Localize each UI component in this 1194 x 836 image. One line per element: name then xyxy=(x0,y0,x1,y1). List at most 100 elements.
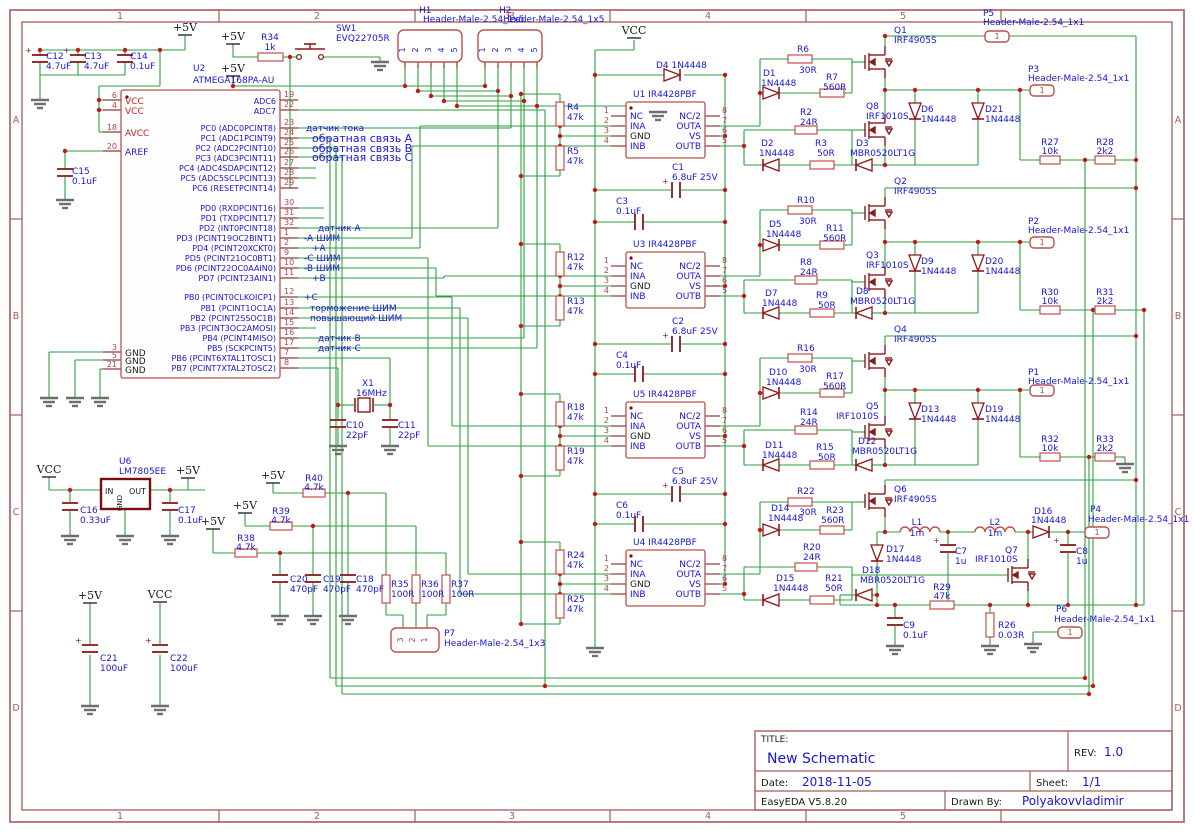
mosfet[interactable] xyxy=(864,46,894,78)
crystal[interactable] xyxy=(357,397,371,413)
diode[interactable] xyxy=(1032,525,1051,539)
inductor[interactable] xyxy=(899,526,941,533)
body-diode xyxy=(884,359,894,367)
resistor[interactable] xyxy=(794,125,818,135)
header-connector[interactable] xyxy=(984,30,1010,43)
header-connector[interactable] xyxy=(1057,626,1083,639)
resistor[interactable] xyxy=(794,562,818,572)
ic-body[interactable] xyxy=(625,101,706,159)
header-connector[interactable] xyxy=(1029,236,1055,249)
diode[interactable] xyxy=(854,588,873,602)
header-connector[interactable] xyxy=(1084,526,1110,539)
header-connector[interactable] xyxy=(1029,384,1055,397)
junction-dot xyxy=(882,162,888,168)
diode[interactable] xyxy=(971,402,985,421)
resistor[interactable] xyxy=(819,525,845,535)
resistor[interactable] xyxy=(555,101,565,127)
resistor[interactable] xyxy=(809,160,835,170)
diode[interactable] xyxy=(761,158,780,172)
diode[interactable] xyxy=(870,544,884,563)
ic-body[interactable] xyxy=(625,251,706,309)
diode[interactable] xyxy=(971,254,985,273)
header-connector[interactable] xyxy=(1029,84,1055,97)
switch[interactable] xyxy=(295,53,303,61)
header-connector[interactable] xyxy=(397,29,463,63)
resistor[interactable] xyxy=(985,612,995,638)
diode[interactable] xyxy=(762,238,781,252)
label: 1 xyxy=(1039,386,1044,395)
resistor[interactable] xyxy=(257,52,284,62)
resistor[interactable] xyxy=(1094,155,1116,165)
resistor[interactable] xyxy=(787,54,813,64)
resistor[interactable] xyxy=(794,425,818,435)
mosfet[interactable] xyxy=(864,485,894,517)
diode[interactable] xyxy=(762,523,781,537)
mosfet[interactable] xyxy=(864,114,894,146)
label: 4 xyxy=(517,47,526,52)
mosfet[interactable] xyxy=(864,197,894,229)
switch[interactable] xyxy=(317,53,325,61)
header-connector[interactable] xyxy=(477,29,543,63)
resistor[interactable] xyxy=(787,497,813,507)
diode[interactable] xyxy=(761,306,780,320)
junction-dot xyxy=(1133,185,1139,191)
resistor[interactable] xyxy=(555,251,565,277)
resistor[interactable] xyxy=(819,240,845,250)
label: C5 xyxy=(672,467,684,477)
resistor[interactable] xyxy=(794,275,818,285)
ic-body[interactable] xyxy=(625,549,706,607)
mosfet[interactable] xyxy=(864,266,894,298)
ic-body[interactable] xyxy=(120,89,281,379)
resistor[interactable] xyxy=(809,595,835,605)
label: R35 xyxy=(391,580,409,590)
resistor[interactable] xyxy=(809,308,835,318)
resistor[interactable] xyxy=(381,574,391,604)
diode[interactable] xyxy=(854,158,873,172)
label: 19 xyxy=(284,90,294,99)
resistor[interactable] xyxy=(1039,305,1061,315)
header-connector[interactable] xyxy=(390,627,440,653)
diode[interactable] xyxy=(854,458,873,472)
diode[interactable] xyxy=(762,386,781,400)
resistor[interactable] xyxy=(555,145,565,171)
resistor[interactable] xyxy=(819,388,845,398)
label: 100uF xyxy=(100,664,128,674)
resistor[interactable] xyxy=(809,460,835,470)
resistor[interactable] xyxy=(411,574,421,604)
resistor[interactable] xyxy=(787,353,813,363)
resistor[interactable] xyxy=(819,88,845,98)
resistor[interactable] xyxy=(269,521,293,531)
mosfet[interactable] xyxy=(864,416,894,448)
resistor[interactable] xyxy=(302,488,326,498)
diode[interactable] xyxy=(761,458,780,472)
ic-body[interactable] xyxy=(625,401,706,459)
resistor[interactable] xyxy=(1094,452,1116,462)
inductor[interactable] xyxy=(974,526,1016,533)
resistor[interactable] xyxy=(787,205,813,215)
label: 8 xyxy=(284,358,289,367)
diode[interactable] xyxy=(663,68,682,82)
mosfet[interactable] xyxy=(864,345,894,377)
resistor[interactable] xyxy=(555,593,565,619)
resistor[interactable] xyxy=(1094,305,1116,315)
diode[interactable] xyxy=(908,254,922,273)
resistor[interactable] xyxy=(555,295,565,321)
ic-body[interactable] xyxy=(99,477,152,511)
resistor[interactable] xyxy=(555,401,565,427)
label: NC/2 xyxy=(679,412,701,422)
resistor[interactable] xyxy=(555,445,565,471)
diode[interactable] xyxy=(762,86,781,100)
mosfet[interactable] xyxy=(1007,559,1037,591)
diode[interactable] xyxy=(908,102,922,121)
diode[interactable] xyxy=(971,102,985,121)
resistor[interactable] xyxy=(441,574,451,604)
resistor[interactable] xyxy=(929,600,955,610)
resistor[interactable] xyxy=(1039,155,1061,165)
resistor[interactable] xyxy=(234,548,258,558)
diode[interactable] xyxy=(761,593,780,607)
diode[interactable] xyxy=(854,306,873,320)
label: D9 xyxy=(921,257,934,267)
diode[interactable] xyxy=(908,402,922,421)
resistor[interactable] xyxy=(1039,452,1061,462)
resistor[interactable] xyxy=(555,549,565,575)
